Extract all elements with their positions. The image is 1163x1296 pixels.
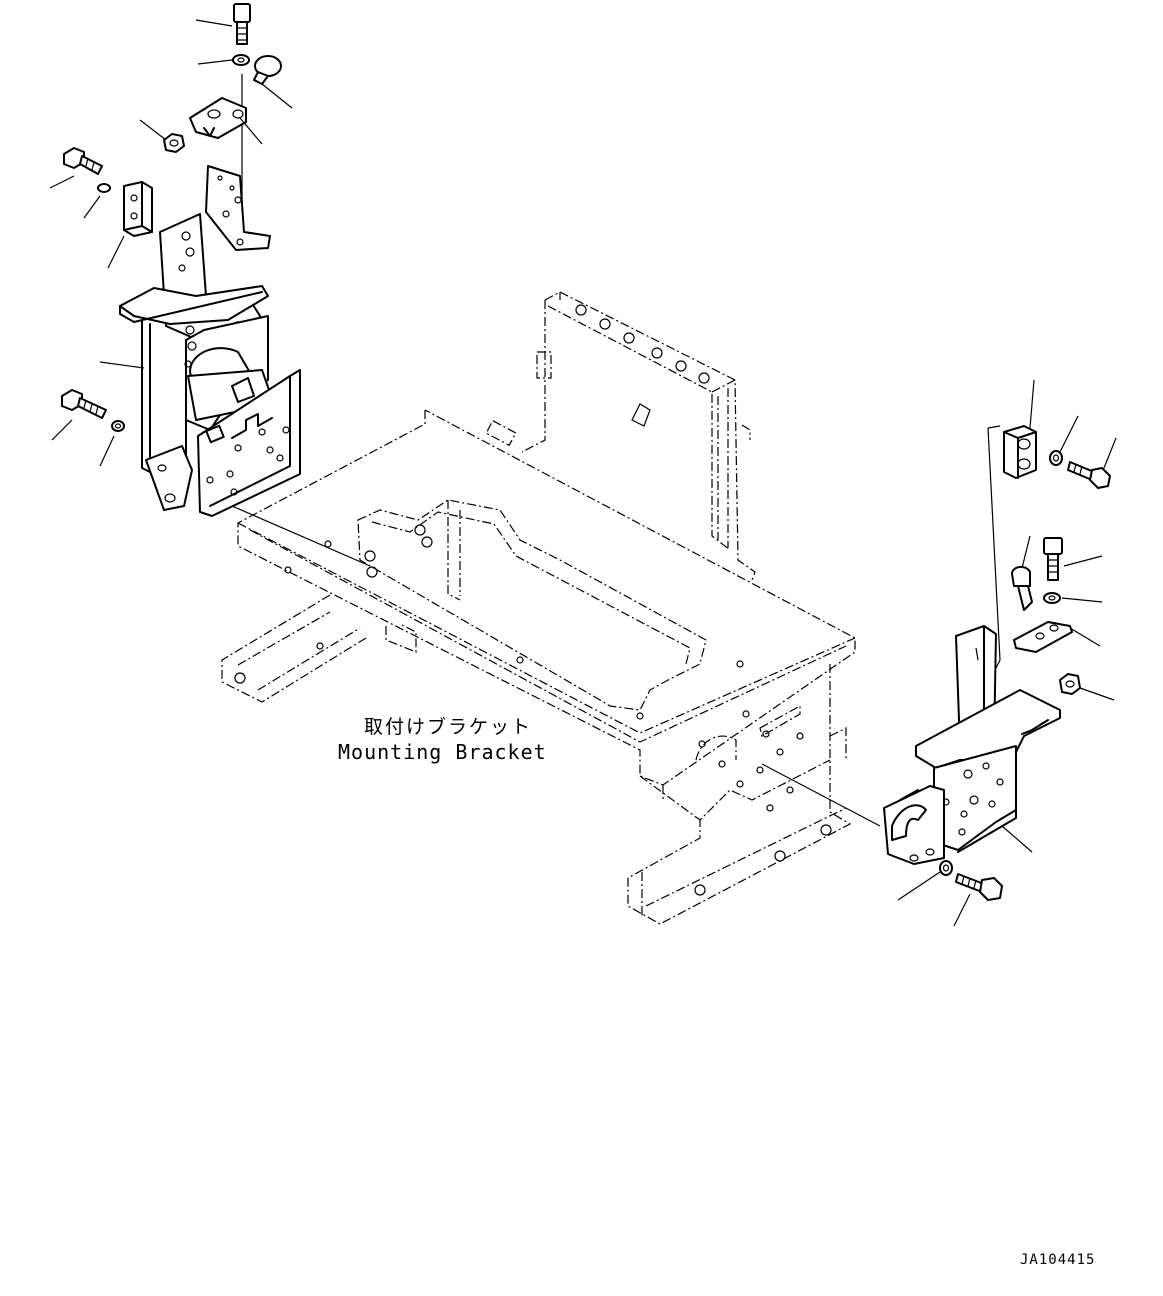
bolt-lower-right bbox=[955, 873, 1003, 901]
frame-phantom bbox=[221, 74, 1001, 925]
drawing-code: JA104415 bbox=[1020, 1252, 1096, 1268]
right-bracket-assembly bbox=[883, 379, 1117, 927]
bolt-top-right bbox=[1067, 461, 1111, 489]
pad-block-left bbox=[123, 181, 153, 237]
pad-block-right bbox=[1003, 425, 1037, 479]
washer-mid-right bbox=[1043, 592, 1061, 604]
bolt-lower-left bbox=[61, 389, 107, 419]
left-bracket-assembly bbox=[49, 3, 301, 517]
bolt-vertical-right bbox=[1043, 537, 1063, 581]
washer-lower-right bbox=[939, 860, 953, 876]
washer-top-right bbox=[1049, 450, 1063, 466]
clamp-plate-right bbox=[1013, 621, 1073, 653]
bolt-top-left bbox=[233, 3, 251, 45]
nut-right bbox=[1059, 673, 1081, 695]
main-bracket-right bbox=[883, 625, 1061, 865]
washer-top-left bbox=[232, 54, 250, 66]
leader-lines-right bbox=[897, 379, 1117, 927]
cap-left bbox=[253, 55, 282, 85]
bolt-mid-left bbox=[63, 147, 103, 175]
upper-plate-left bbox=[205, 165, 271, 251]
washer-lower-left bbox=[111, 420, 125, 432]
cap-right bbox=[1011, 566, 1033, 611]
mounting-bracket-label-english: Mounting Bracket bbox=[338, 740, 547, 764]
washer-mid-left bbox=[97, 183, 111, 193]
leader-lines-left bbox=[49, 19, 293, 467]
main-bracket-left bbox=[119, 213, 301, 517]
nut-left bbox=[163, 133, 185, 153]
mounting-bracket-label-japanese: 取付けブラケット bbox=[364, 716, 533, 738]
